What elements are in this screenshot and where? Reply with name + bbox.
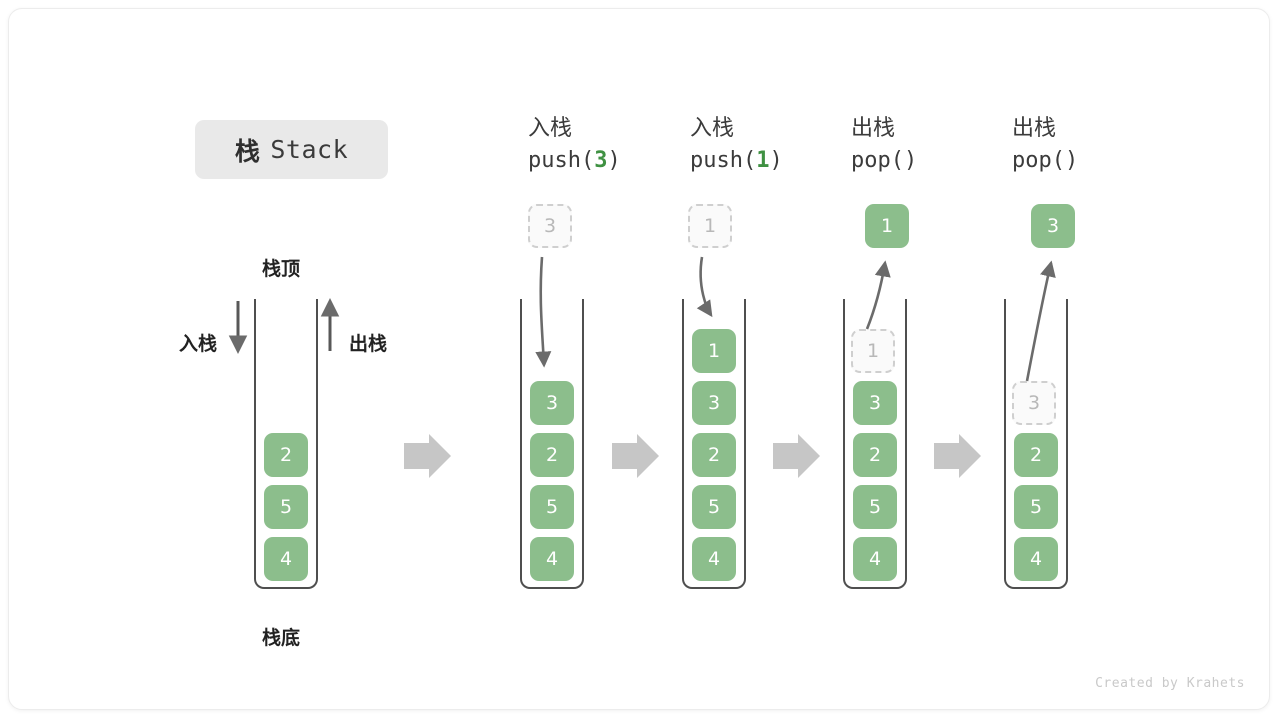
stack-cell: 1 <box>692 329 736 373</box>
stage-separator-arrow-icon <box>934 434 981 478</box>
stack-cell: 3 <box>853 381 897 425</box>
removed-element-ghost: 3 <box>1012 381 1056 425</box>
column-header-line2: pop() <box>1012 144 1182 178</box>
stack-tube-pop-3 <box>1004 299 1068 589</box>
stack-cell: 2 <box>1014 433 1058 477</box>
pop-call-suffix: ) <box>1064 148 1079 173</box>
stage-separator-arrow-icon <box>773 434 820 478</box>
push-call-suffix: ) <box>607 148 621 173</box>
stack-cell: 5 <box>1014 485 1058 529</box>
pop-direction-label: 出栈 <box>349 333 388 355</box>
column-header-line1: 入栈 <box>528 116 573 141</box>
stack-tube-push-3 <box>520 299 584 589</box>
push-call-suffix: ) <box>769 148 783 173</box>
title-cn: 栈 <box>234 136 261 166</box>
stack-cell: 2 <box>264 433 308 477</box>
push-call-prefix: push( <box>528 148 595 173</box>
pop-call-prefix: pop( <box>851 148 904 173</box>
popped-element: 1 <box>865 204 909 248</box>
diagram-card: 栈 Stack 栈顶 栈底 入栈 出栈 入栈 push(3) 入栈 push(1… <box>8 8 1270 710</box>
stack-cell: 2 <box>853 433 897 477</box>
push-direction-label: 入栈 <box>179 333 218 355</box>
column-header-line1: 出栈 <box>1012 116 1057 141</box>
stack-cell: 5 <box>692 485 736 529</box>
push-call-prefix: push( <box>690 148 757 173</box>
stack-cell: 3 <box>692 381 736 425</box>
column-header-line1: 入栈 <box>690 116 735 141</box>
title-en: Stack <box>270 135 349 164</box>
stack-cell: 4 <box>692 537 736 581</box>
push-argument: 3 <box>594 148 608 173</box>
stack-cell: 4 <box>264 537 308 581</box>
stack-cell: 5 <box>853 485 897 529</box>
stack-cell: 2 <box>692 433 736 477</box>
column-header-line2: pop() <box>851 144 1021 178</box>
credit-text: Created by Krahets <box>1095 676 1245 691</box>
column-header-line2: push(3) <box>528 144 698 178</box>
stack-cell: 2 <box>530 433 574 477</box>
column-header-pop-3: 出栈 pop() <box>1012 114 1182 178</box>
push-argument: 1 <box>756 148 770 173</box>
pop-call-prefix: pop( <box>1012 148 1065 173</box>
stack-cell: 5 <box>530 485 574 529</box>
incoming-element-ghost: 3 <box>528 204 572 248</box>
stack-cell: 4 <box>853 537 897 581</box>
stage-separator-arrow-icon <box>612 434 659 478</box>
stage-separator-arrow-icon <box>404 434 451 478</box>
incoming-element-ghost: 1 <box>688 204 732 248</box>
stack-tube-push-1 <box>682 299 746 589</box>
column-header-push-3: 入栈 push(3) <box>528 114 698 178</box>
popped-element: 3 <box>1031 204 1075 248</box>
stack-cell: 4 <box>530 537 574 581</box>
stack-top-label: 栈顶 <box>262 258 301 280</box>
stack-cell: 5 <box>264 485 308 529</box>
column-header-push-1: 入栈 push(1) <box>690 114 860 178</box>
stack-cell: 3 <box>530 381 574 425</box>
column-header-line1: 出栈 <box>851 116 896 141</box>
removed-element-ghost: 1 <box>851 329 895 373</box>
column-header-line2: push(1) <box>690 144 860 178</box>
stack-cell: 4 <box>1014 537 1058 581</box>
column-header-pop-1: 出栈 pop() <box>851 114 1021 178</box>
stack-tube-initial <box>254 299 318 589</box>
stack-bottom-label: 栈底 <box>262 627 301 649</box>
stack-tube-pop-1 <box>843 299 907 589</box>
diagram-title-chip: 栈 Stack <box>195 120 388 179</box>
pop-call-suffix: ) <box>903 148 918 173</box>
